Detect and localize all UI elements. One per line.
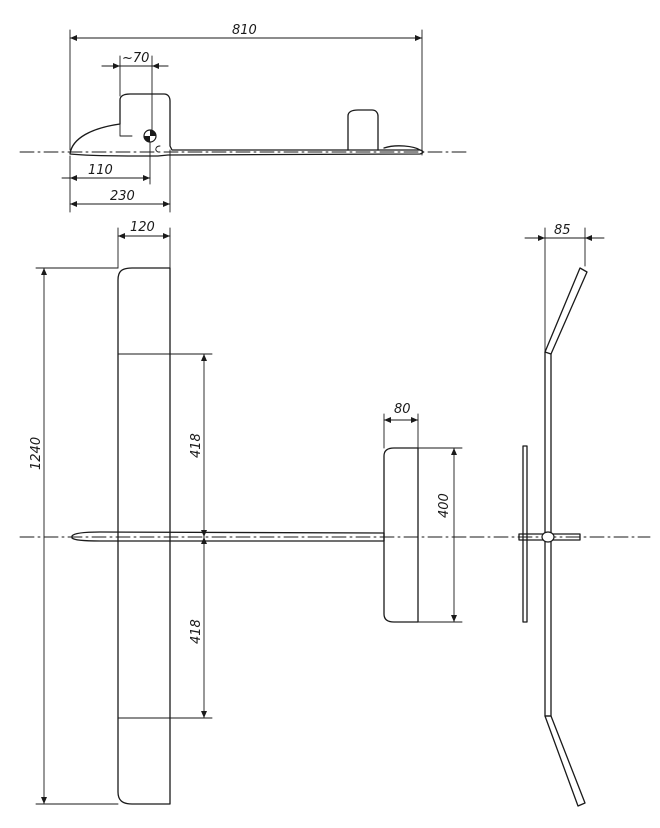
dim-nose-to-wing-te: 230 [110, 189, 135, 204]
front-wing-upper-tip [544, 267, 588, 355]
dim-half-span-lower: 418 [189, 619, 204, 644]
vertical-fin [347, 109, 379, 151]
top-view: 120 1240 418 418 80 400 [19, 220, 471, 805]
canopy-line [119, 123, 133, 137]
front-fin [522, 445, 528, 623]
dim-dihedral-rise: 85 [554, 223, 571, 238]
fuselage-nose [69, 93, 424, 157]
dim-nose-to-cg: 110 [88, 163, 113, 178]
front-stabilizer [518, 533, 581, 541]
wing-planform [117, 267, 171, 805]
side-view: 810 ~70 110 230 [19, 23, 471, 213]
fuselage-boom-top [71, 531, 385, 542]
dim-half-span-upper: 418 [189, 433, 204, 458]
dim-stab-chord: 80 [394, 402, 411, 417]
tow-hook [155, 145, 161, 153]
stabilizer-planform [383, 447, 419, 623]
front-view: 85 [469, 223, 651, 807]
dim-canopy-width: ~70 [122, 51, 149, 66]
dim-overall-length: 810 [232, 23, 257, 38]
front-wing-lower-tip [544, 715, 586, 807]
side-stabilizer [383, 145, 421, 151]
dim-wing-chord: 120 [130, 220, 155, 235]
front-fuselage-section [541, 531, 555, 543]
dim-wingspan: 1240 [29, 437, 44, 470]
cg-marker-fill [144, 130, 156, 142]
dim-stab-span: 400 [437, 493, 452, 518]
